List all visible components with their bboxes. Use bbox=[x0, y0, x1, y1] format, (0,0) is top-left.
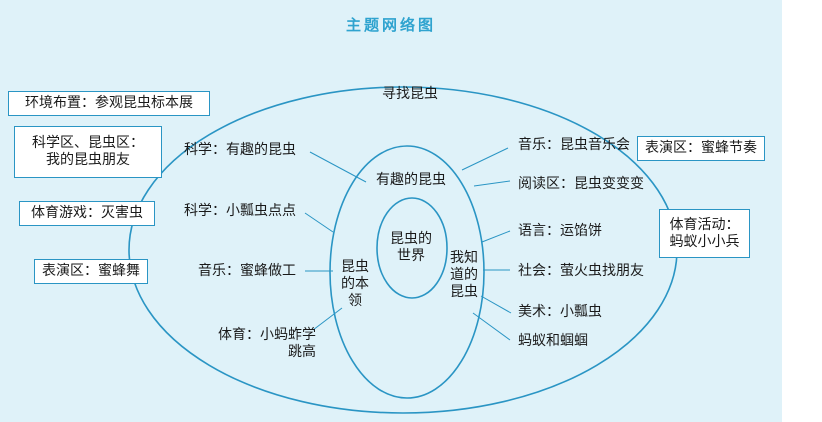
left-item-3: 音乐：蜜蜂做工 bbox=[198, 263, 296, 279]
connector-right-2 bbox=[473, 180, 511, 187]
connector-right-5 bbox=[480, 295, 512, 314]
connector-right-6 bbox=[472, 312, 511, 341]
middle-left-label: 昆虫 的本 领 bbox=[341, 259, 369, 309]
connector-left-1 bbox=[309, 151, 367, 183]
connector-right-1 bbox=[461, 147, 509, 171]
left-box-3: 体育游戏：灭害虫 bbox=[19, 201, 155, 226]
left-item-4: 体育：小蚂蚱学 跳高 bbox=[218, 327, 316, 360]
right-item-6: 蚂蚁和蝈蝈 bbox=[518, 333, 588, 349]
right-item-4: 社会：萤火虫找朋友 bbox=[518, 263, 644, 279]
middle-right-label: 我知 道的 昆虫 bbox=[450, 250, 478, 300]
right-item-1: 音乐：昆虫音乐会 bbox=[518, 137, 630, 153]
left-box-4: 表演区：蜜蜂舞 bbox=[34, 259, 148, 284]
connector-right-3 bbox=[481, 230, 511, 243]
left-item-1: 科学：有趣的昆虫 bbox=[184, 142, 296, 158]
middle-top-label: 有趣的昆虫 bbox=[376, 172, 446, 188]
inner-ellipse bbox=[376, 197, 448, 299]
left-box-1: 环境布置：参观昆虫标本展 bbox=[8, 91, 210, 116]
connector-left-2 bbox=[304, 212, 334, 233]
outer-label: 寻找昆虫 bbox=[382, 86, 438, 102]
right-item-5: 美术：小瓢虫 bbox=[518, 304, 602, 320]
diagram-title: 主题网络图 bbox=[345, 16, 436, 34]
right-item-2: 阅读区：昆虫变变变 bbox=[518, 176, 644, 192]
right-item-3: 语言：运馅饼 bbox=[518, 223, 602, 239]
connector-left-4 bbox=[312, 307, 343, 331]
right-box-2: 体育活动： 蚂蚁小小兵 bbox=[659, 209, 750, 258]
right-box-1: 表演区：蜜蜂节奏 bbox=[637, 136, 765, 161]
left-item-2: 科学：小瓢虫点点 bbox=[184, 203, 296, 219]
middle-ellipse bbox=[329, 145, 485, 399]
left-box-2: 科学区、昆虫区： 我的昆虫朋友 bbox=[14, 126, 162, 178]
core-label: 昆虫的 世界 bbox=[390, 231, 432, 264]
